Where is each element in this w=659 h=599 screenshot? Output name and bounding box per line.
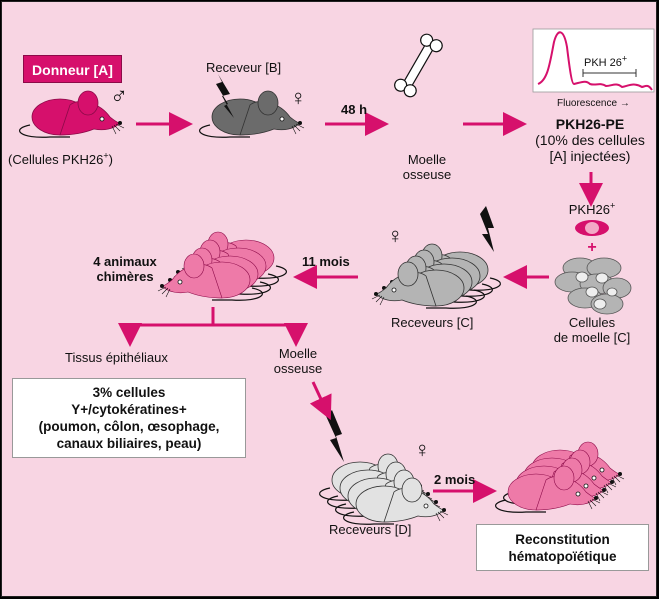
step-48h-label: 48 h [341, 102, 368, 117]
bone-marrow-2-label: Moelle osseuse [273, 346, 323, 376]
gate-bar [582, 69, 637, 77]
epithelial-label: Tissus épithéliaux [65, 350, 168, 365]
chimera-mice-icon [158, 232, 286, 300]
epithelial-result-box: 3% cellules Y+/cytokératines+ (poumon, c… [12, 378, 246, 458]
irradiation-icon [326, 410, 344, 462]
recipients-c-sex-symbol: ♀ [387, 223, 404, 248]
reconstitution-result-box: Reconstitution hématopoïétique [476, 524, 649, 571]
irradiation-icon [480, 206, 494, 252]
histogram-axis-label: Fluorescence → [557, 98, 630, 109]
fluorescence-histogram [532, 28, 655, 93]
marrow-cells-icon [554, 257, 632, 315]
recipients-c-mice-icon [372, 244, 500, 308]
donor-mouse-icon [18, 90, 125, 138]
recipients-d-sex-symbol: ♀ [414, 437, 431, 462]
recipient-b-mouse-icon [198, 90, 305, 138]
plus-sign: + [587, 239, 597, 256]
histogram-curve [537, 31, 653, 91]
pkh-cell-label: PKH26+ [568, 200, 616, 217]
irradiation-icon [216, 74, 234, 118]
bone-icon [394, 33, 443, 98]
donor-caption: (Cellules PKH26+) [8, 150, 113, 167]
recipient-b-label: Receveur [B] [206, 60, 282, 75]
recipients-d-label: Receveurs [D] [329, 522, 412, 537]
marrow-cells-label: Cellules de moelle [C] [553, 315, 631, 345]
reconstituted-mice-icon [494, 441, 625, 513]
histogram-gate-label: PKH 26+ [584, 53, 628, 69]
bone-marrow-label: Moelle osseuse [402, 152, 452, 182]
donor-label: Donneur [A] [23, 55, 122, 83]
step-2m-label: 2 mois [434, 472, 476, 487]
step-11m-label: 11 mois [302, 254, 350, 269]
recipients-c-label: Receveurs [C] [391, 315, 474, 330]
chimeras-label: 4 animaux chimères [93, 254, 157, 284]
arrow-marrow-to-d [309, 381, 332, 421]
donor-sex-symbol: ♂ [110, 83, 128, 110]
arrow-right-icon: → [619, 98, 630, 109]
recipient-b-sex-symbol: ♀ [290, 85, 307, 110]
recipients-d-mice-icon [318, 453, 449, 525]
pkh-result: PKH26-PE (10% des cellules [A] injectées… [535, 116, 645, 164]
